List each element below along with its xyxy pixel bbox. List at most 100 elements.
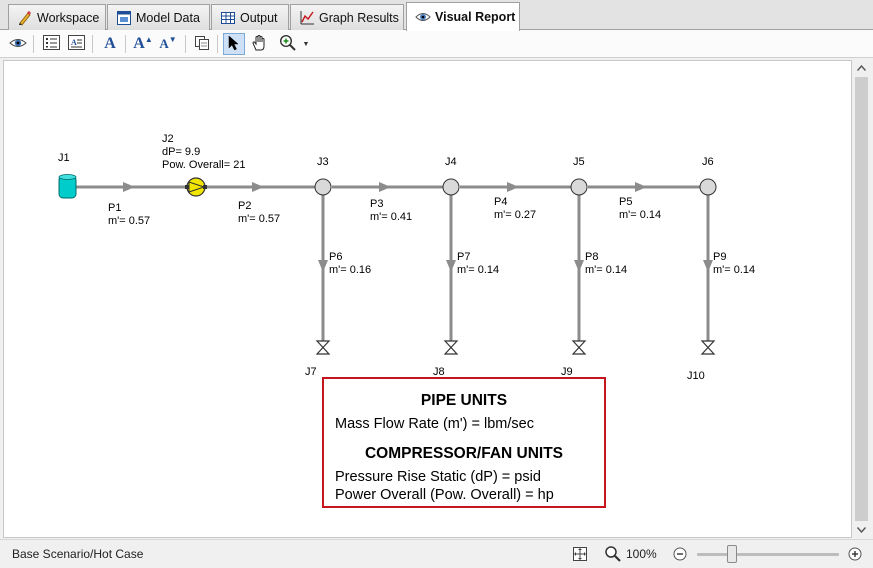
zoom-slider-thumb[interactable] (727, 545, 737, 563)
cursor-arrow-icon (228, 34, 240, 54)
increase-font-button[interactable]: A ▲ (132, 33, 154, 55)
select-tool-button[interactable] (223, 33, 245, 55)
magnifier-icon (605, 546, 621, 562)
copy-icon (194, 35, 210, 54)
pipe-result: m'= 0.57 (238, 213, 280, 225)
junction-j3[interactable] (314, 178, 332, 196)
flow-arrow-icon (379, 182, 391, 192)
scroll-up-button[interactable] (853, 60, 870, 76)
hand-icon (251, 34, 269, 55)
pipe-result: m'= 0.14 (457, 264, 499, 276)
tab-model-data[interactable]: Model Data (107, 4, 210, 30)
junction-label: J3 (317, 156, 329, 168)
junction-label: J2 (162, 133, 174, 145)
visual-report-canvas: J1 J2 dP= 9.9 Pow. Overall= 21 J3 J4 J5 … (3, 60, 852, 538)
list-options-icon (42, 35, 60, 53)
toolbar: A A A ▲ A ▼ ▼ (0, 30, 873, 58)
scroll-thumb[interactable] (855, 77, 868, 521)
zoom-slider-track[interactable] (697, 553, 839, 556)
fit-window-icon (573, 547, 587, 561)
units-legend-box[interactable]: PIPE UNITS Mass Flow Rate (m') = lbm/sec… (322, 377, 606, 508)
compressor-units-heading: COMPRESSOR/FAN UNITS (364, 445, 564, 462)
pipe-result: m'= 0.41 (370, 211, 412, 223)
pan-tool-button[interactable] (249, 33, 271, 55)
compressor-j2[interactable] (185, 177, 207, 197)
pipe-result: m'= 0.14 (619, 209, 661, 221)
pipe-result: m'= 0.14 (585, 264, 627, 276)
pencil-icon (17, 10, 33, 26)
zoom-out-button[interactable] (670, 544, 690, 564)
toolbar-separator (125, 35, 126, 53)
toolbar-separator (92, 35, 93, 53)
valve-j10[interactable] (700, 340, 716, 355)
junction-result: dP= 9.9 (162, 146, 200, 158)
pipe-label: P2 (238, 200, 251, 212)
junction-j6[interactable] (699, 178, 717, 196)
model-data-icon (116, 10, 132, 26)
tank-j1[interactable] (58, 174, 77, 199)
junction-j4[interactable] (442, 178, 460, 196)
flow-arrow-icon (703, 260, 713, 272)
fit-to-window-button[interactable] (570, 544, 590, 564)
chevron-down-icon: ▼ (302, 40, 310, 48)
pipe-label: P8 (585, 251, 598, 263)
flow-arrow-icon (507, 182, 519, 192)
scroll-down-button[interactable] (853, 522, 870, 538)
tab-workspace[interactable]: Workspace (8, 4, 106, 30)
increase-font-icon: A (133, 35, 145, 52)
flow-arrow-icon (123, 182, 135, 192)
zoom-level-text: 100% (626, 547, 657, 561)
tab-bar: Workspace Model Data Output Graph Result… (0, 0, 873, 31)
pipe-result: m'= 0.14 (713, 264, 755, 276)
valve-j7[interactable] (315, 340, 331, 355)
vertical-scrollbar[interactable] (853, 60, 870, 538)
decrease-font-icon: A (159, 36, 169, 51)
chevron-up-icon (857, 65, 866, 71)
show-hide-button[interactable] (7, 33, 29, 55)
zoom-level-button[interactable] (603, 544, 623, 564)
chevron-down-icon (857, 527, 866, 533)
flow-arrow-icon (446, 260, 456, 272)
pipe-label: P9 (713, 251, 726, 263)
flow-arrow-icon (635, 182, 647, 192)
junction-label: J7 (305, 366, 317, 378)
compressor-units-line: Power Overall (Pow. Overall) = hp (335, 487, 554, 503)
caret-down-icon: ▼ (168, 34, 177, 44)
caret-up-icon: ▲ (144, 34, 153, 44)
table-icon (220, 10, 236, 26)
minus-circle-icon (673, 547, 687, 561)
valve-j9[interactable] (571, 340, 587, 355)
pipe-result: m'= 0.57 (108, 215, 150, 227)
flow-arrow-icon (318, 260, 328, 272)
pipe-network-diagram: J1 J2 dP= 9.9 Pow. Overall= 21 J3 J4 J5 … (58, 133, 755, 382)
tab-output[interactable]: Output (211, 4, 289, 30)
tab-visual-report[interactable]: Visual Report (406, 2, 520, 31)
zoom-in-button[interactable] (845, 544, 865, 564)
flow-arrow-icon (574, 260, 584, 272)
junction-label: J6 (702, 156, 714, 168)
pipe-label: P3 (370, 198, 383, 210)
pipe-label: P7 (457, 251, 470, 263)
decrease-font-button[interactable]: A ▼ (157, 33, 179, 55)
toolbar-separator (185, 35, 186, 53)
pipe-units-heading: PIPE UNITS (420, 392, 508, 409)
junction-label: J1 (58, 152, 70, 164)
copy-button[interactable] (191, 33, 213, 55)
pipe-label: P5 (619, 196, 632, 208)
text-box-button[interactable]: A (65, 33, 87, 55)
font-icon: A (104, 35, 116, 52)
zoom-dropdown-button[interactable]: ▼ (299, 33, 313, 55)
display-options-button[interactable] (40, 33, 62, 55)
eye-icon (415, 9, 431, 25)
flow-arrow-icon (252, 182, 264, 192)
junction-label: J9 (561, 366, 573, 378)
zoom-tool-button[interactable] (276, 33, 298, 55)
pipe-label: P1 (108, 202, 121, 214)
junction-label: J10 (687, 370, 705, 382)
font-button[interactable]: A (99, 33, 121, 55)
valve-j8[interactable] (443, 340, 459, 355)
tab-graph-results[interactable]: Graph Results (290, 4, 404, 30)
pipe-result: m'= 0.16 (329, 264, 371, 276)
eye-icon (9, 36, 27, 53)
junction-j5[interactable] (570, 178, 588, 196)
